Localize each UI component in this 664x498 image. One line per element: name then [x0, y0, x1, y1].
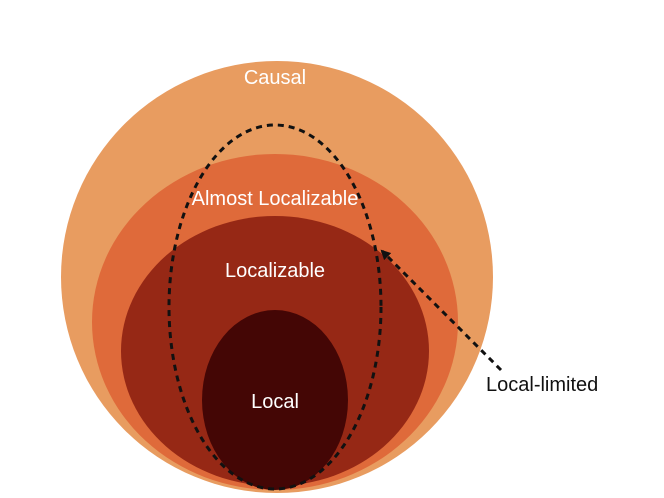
causal-label: Causal	[244, 67, 306, 89]
local-limited-label: Local-limited	[486, 374, 598, 396]
local-set-ellipse	[202, 310, 348, 490]
local-limited-dashed-ellipse	[167, 123, 383, 491]
local-label: Local	[251, 391, 299, 413]
localizable-label: Localizable	[225, 260, 325, 282]
almost-localizable-label: Almost Localizable	[192, 188, 359, 210]
